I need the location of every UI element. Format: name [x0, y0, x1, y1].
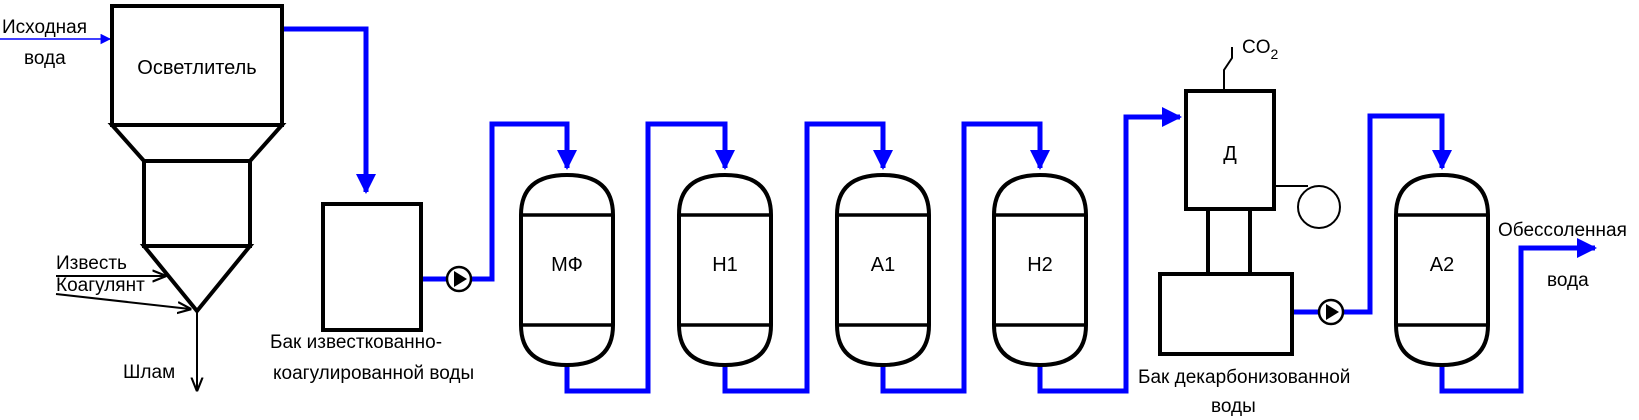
- tank1-label-1: Бак известкованно-: [270, 332, 442, 353]
- pump-2: [1317, 298, 1345, 326]
- filter-h1: [677, 172, 773, 368]
- air-fan: [1274, 185, 1341, 229]
- clarifier-label: Осветлитель: [137, 57, 256, 79]
- h1-label: Н1: [712, 254, 738, 276]
- pipe-pump1-to-mf: [470, 121, 577, 282]
- coagulant-label: Коагулянт: [56, 275, 145, 296]
- filter-a1: [835, 172, 931, 368]
- pipe-clarifier-to-tank1: [276, 26, 376, 194]
- pipe-a2-to-output: [1439, 238, 1597, 394]
- mf-label: МФ: [551, 254, 583, 276]
- co2-label: CO2: [1242, 37, 1279, 62]
- clarifier: [107, 4, 287, 315]
- pump-1: [445, 265, 473, 293]
- co2-vent: [1223, 47, 1233, 91]
- filter-a2: [1394, 172, 1490, 368]
- a1-label: А1: [871, 254, 895, 276]
- output-label-1: Обессоленная: [1498, 220, 1627, 241]
- source-water-label-1: Исходная: [2, 17, 87, 38]
- pipe-pump2-to-a2: [1342, 113, 1452, 315]
- pipe-h2-to-decarbonizer: [1037, 107, 1182, 394]
- filter-mf: [519, 172, 615, 368]
- pipe-a1-to-h2: [880, 121, 1050, 394]
- pipe-mf-to-h1: [564, 121, 735, 394]
- tank2-label-1: Бак декарбонизованной: [1138, 367, 1350, 388]
- decarbonizer-label: Д: [1223, 143, 1237, 165]
- decarbonizer: [1158, 89, 1294, 356]
- pipe-h1-to-a1: [722, 121, 893, 394]
- lime-label: Известь: [56, 253, 127, 274]
- output-label-2: вода: [1547, 270, 1589, 291]
- tank-limed-water: [321, 202, 423, 332]
- sludge-label: Шлам: [123, 362, 175, 383]
- h2-label: Н2: [1027, 254, 1053, 276]
- tank1-label-2: коагулированной воды: [273, 363, 474, 384]
- filter-h2: [992, 172, 1088, 368]
- a2-label: А2: [1430, 254, 1454, 276]
- coagulant-line: [55, 293, 190, 309]
- source-water-label-2: вода: [24, 48, 66, 69]
- tank2-label-2: воды: [1211, 396, 1256, 417]
